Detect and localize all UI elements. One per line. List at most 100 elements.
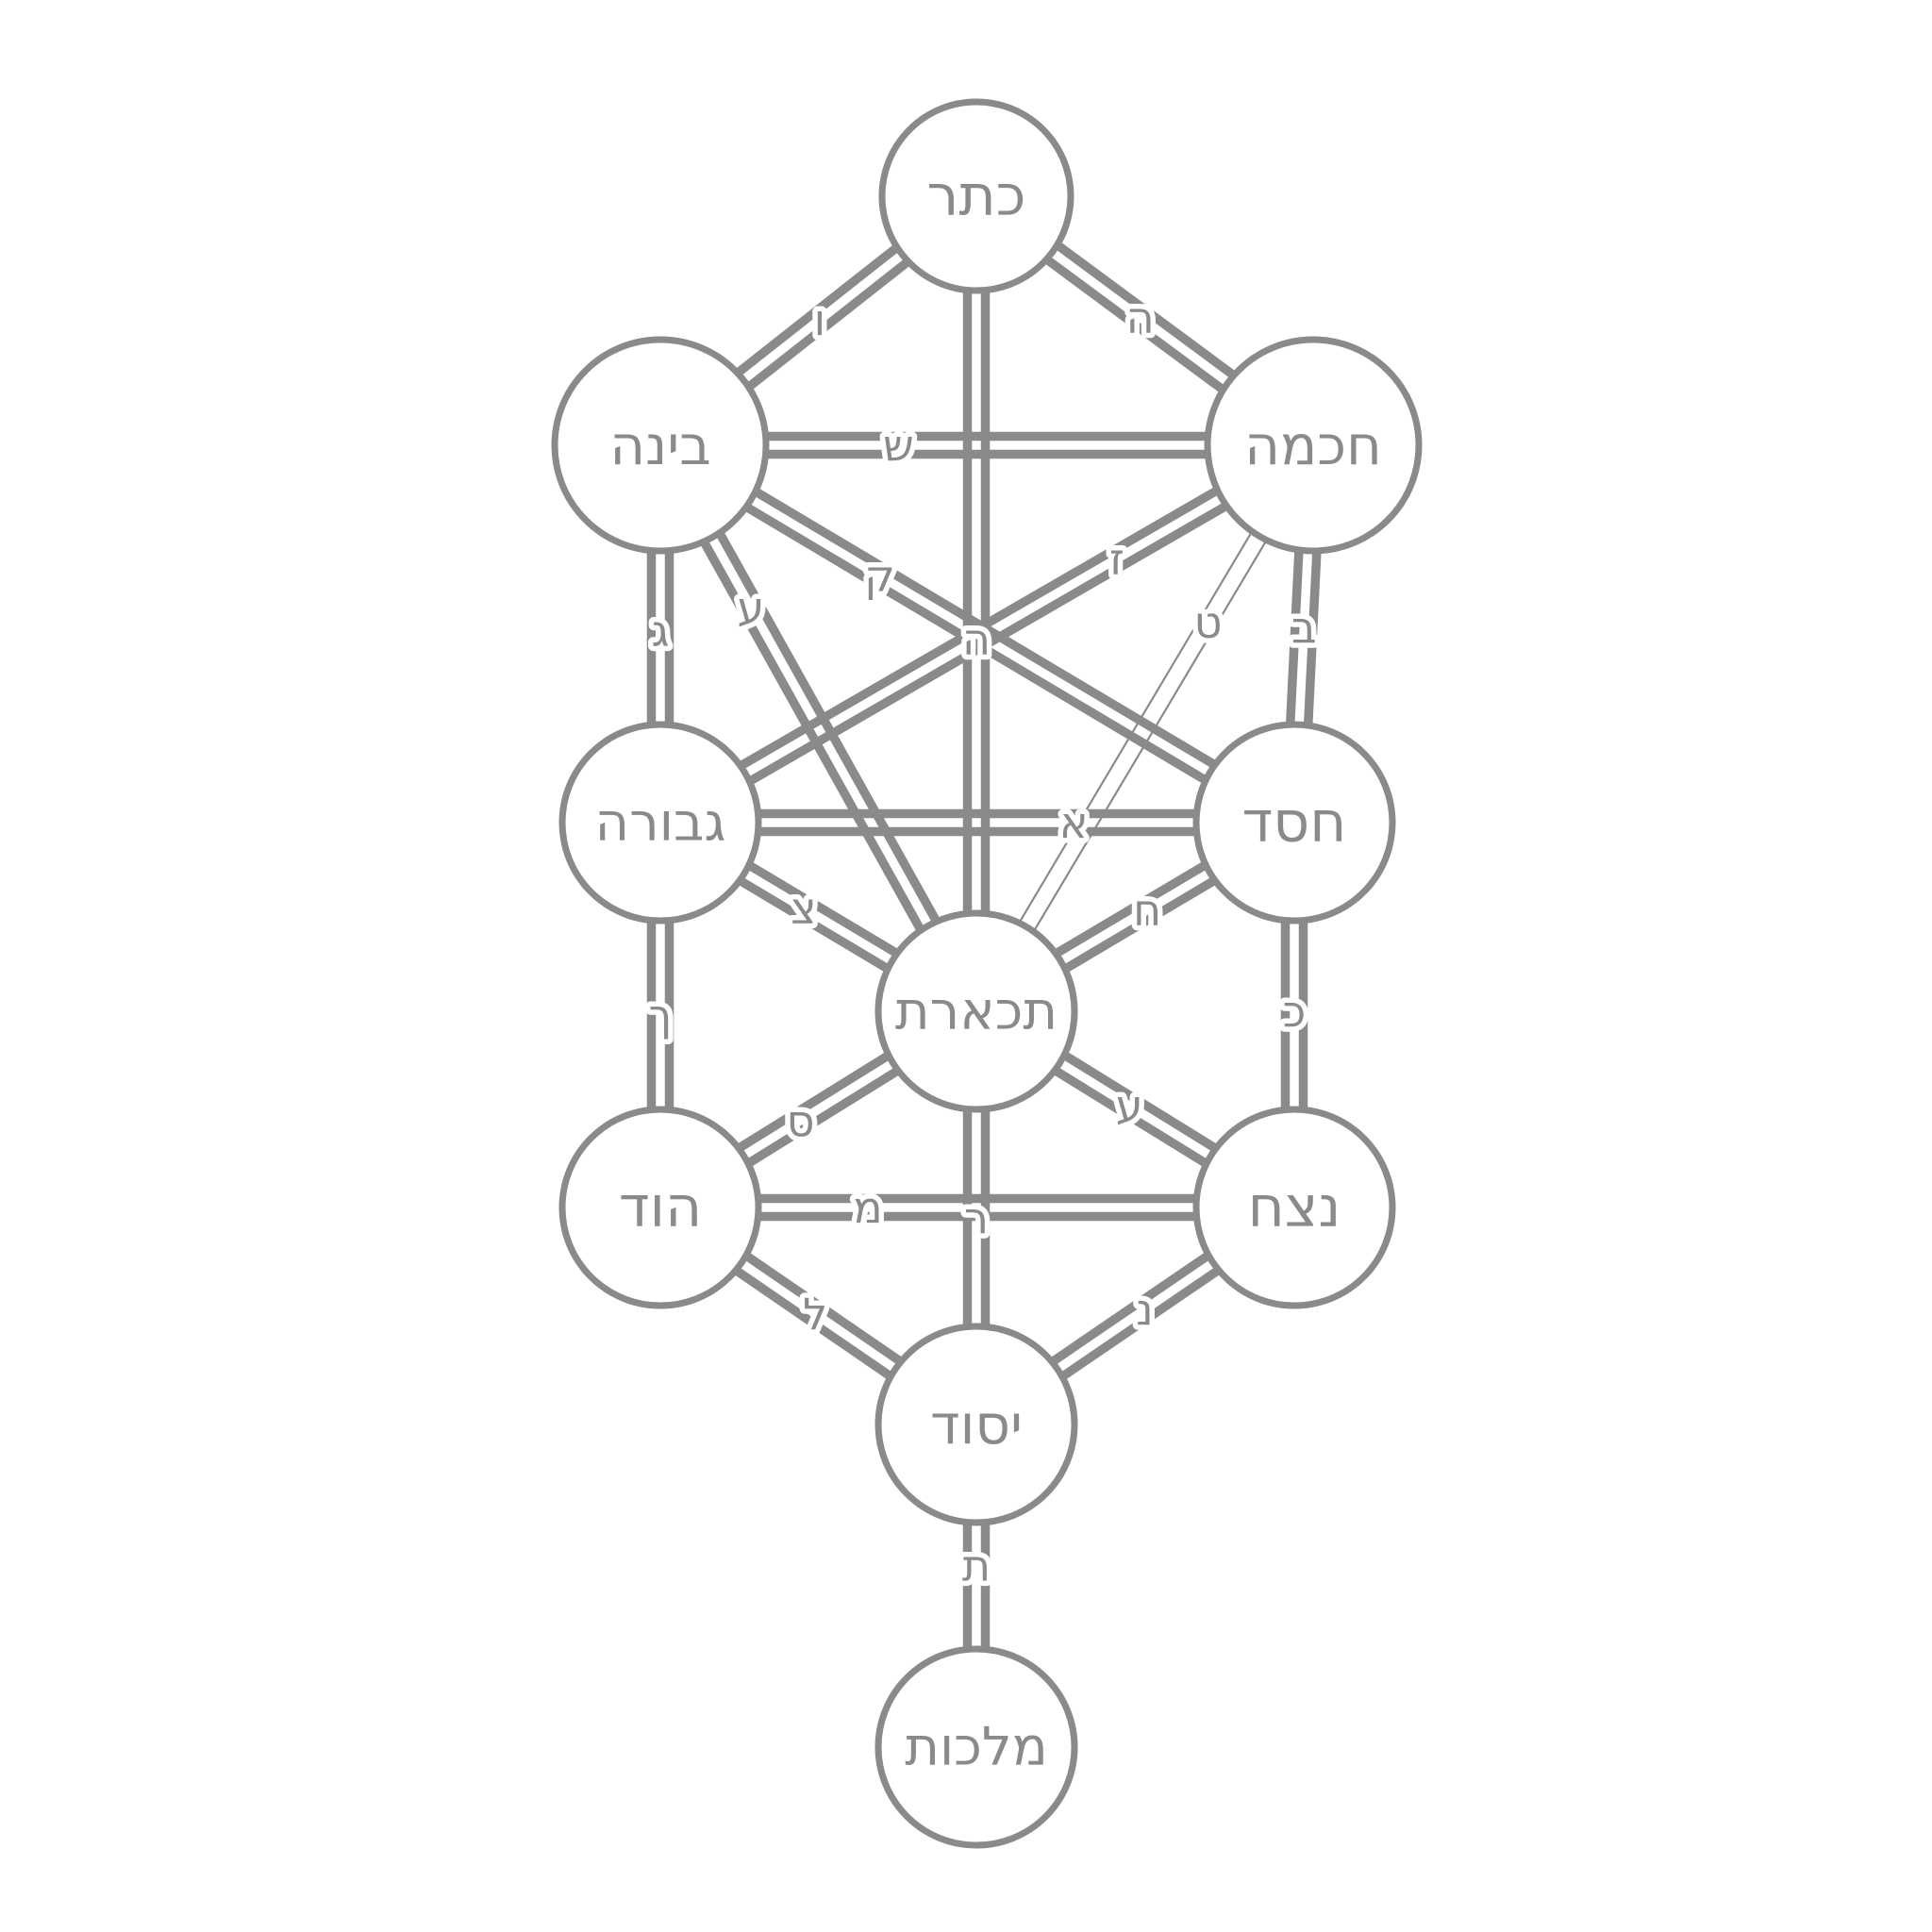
sefirah-chesed[interactable]: חסד (1192, 721, 1396, 924)
path-chokhmah-chesed[interactable] (1285, 550, 1322, 725)
path-letter-glyph: צ (791, 883, 816, 934)
path-binah-tiferet[interactable] (700, 530, 941, 933)
sefirah-netzach[interactable]: נצח (1192, 1106, 1396, 1309)
path-letter-glyph: ק (864, 550, 895, 601)
path-letter-glyph: ס (787, 1095, 815, 1146)
path-tiferet-netzach[interactable] (1053, 1051, 1218, 1168)
path-letter-gevurah-chesed: אא (1054, 792, 1093, 854)
path-letter-halo: ח (1133, 884, 1161, 935)
sefirah-circle (874, 1645, 1078, 1849)
path-letter-glyph: ה (1126, 291, 1155, 342)
path-letter-halo: ב (1291, 602, 1317, 653)
path-letter-halo: ק (864, 550, 895, 601)
path-rail (1285, 550, 1304, 724)
path-rail (735, 243, 900, 376)
sefirah-yesod[interactable]: יסוד (874, 1323, 1078, 1526)
path-rail (1059, 1266, 1222, 1381)
path-tiferet-hod[interactable] (736, 1051, 901, 1168)
path-letter-chesed-tiferet: חח (1128, 879, 1167, 941)
path-rail (1018, 531, 1253, 924)
path-letter-glyph: ע (1116, 1080, 1143, 1131)
path-letter-binah-chokhmah: שש (878, 415, 920, 476)
path-gevurah-chesed[interactable] (758, 808, 1196, 837)
path-letter-yesod-malkhut: תת (957, 1535, 995, 1596)
path-rail (747, 502, 1229, 786)
path-letter-gevurah-hod: ךך (643, 985, 677, 1046)
sefirah-circle (551, 336, 770, 555)
path-rail (1303, 551, 1322, 725)
path-hod-yesod[interactable] (733, 1252, 904, 1380)
sefirah-hod[interactable]: הוד (558, 1106, 762, 1309)
path-letter-glyph: ז (1109, 533, 1124, 584)
sefirah-circle (874, 1323, 1078, 1526)
path-chokhmah-gevurah[interactable] (738, 486, 1229, 786)
path-letter-tiferet-yesod: רר (959, 1188, 994, 1249)
sefirah-label: בינה (609, 413, 711, 477)
path-letter-halo: ו (814, 294, 826, 345)
path-letter-chokhmah-chesed: בב (1287, 596, 1323, 658)
path-letter-glyph: ת (962, 1541, 991, 1591)
path-letter-binah-chesed: קק (859, 545, 901, 607)
path-letter-keter-binah: וו (808, 289, 831, 350)
path-letter-chesed-netzach: ככ (1277, 981, 1310, 1042)
path-letter-glyph: נ (1136, 1284, 1153, 1335)
sefirah-gevurah[interactable]: גבורה (558, 721, 762, 924)
path-rail (738, 486, 1220, 770)
sefirah-circle (558, 721, 762, 924)
path-rail (736, 1051, 891, 1153)
sefirah-circle (878, 98, 1074, 294)
path-letter-halo: ר (964, 1192, 989, 1243)
path-letter-netzach-yesod: ננ (1131, 1279, 1158, 1341)
path-keter-binah[interactable] (735, 243, 911, 391)
path-letter-tiferet-netzach: עע (1110, 1075, 1148, 1137)
path-gevurah-hod[interactable] (646, 921, 675, 1109)
path-letter-halo: מ (853, 1182, 882, 1233)
path-letter-glyph: ט (1194, 596, 1223, 647)
path-rail (1053, 1066, 1209, 1168)
sefirah-circle (1204, 336, 1423, 555)
sefirah-label: הוד (619, 1174, 702, 1241)
path-chokhmah-tiferet[interactable] (1018, 531, 1268, 932)
path-rail (733, 1266, 893, 1380)
path-rail (746, 861, 900, 958)
path-rail (1061, 1051, 1218, 1153)
path-letter-halo: ש (883, 420, 914, 471)
path-letter-halo: ע (1116, 1080, 1143, 1131)
path-letter-glyph: ח (1133, 884, 1161, 935)
path-netzach-yesod[interactable] (1049, 1251, 1222, 1381)
sefirah-label: כתר (926, 163, 1025, 229)
sefirah-binah[interactable]: בינה (551, 336, 770, 555)
sefirah-tiferet[interactable]: תכארת (874, 909, 1078, 1113)
path-rail (737, 876, 891, 973)
sefirah-chokhmah[interactable]: חכמה (1204, 336, 1423, 555)
path-binah-chokhmah[interactable] (766, 431, 1208, 459)
path-letter-halo: ה (1126, 291, 1155, 342)
path-chesed-tiferet[interactable] (1054, 860, 1217, 974)
path-rail (1049, 1251, 1211, 1366)
path-binah-gevurah[interactable] (646, 551, 675, 724)
path-letter-glyph: ה (962, 614, 991, 665)
path-chesed-netzach[interactable] (1280, 921, 1308, 1109)
path-letter-chokhmah-gevurah: זז (1104, 528, 1129, 590)
path-letter-halo: כ (1283, 986, 1306, 1037)
sefirah-label: חסד (1242, 790, 1347, 856)
path-letter-glyph: ג (652, 606, 670, 657)
path-letter-glyph: ל (803, 1289, 827, 1340)
path-rail (700, 540, 925, 933)
sefirah-malkhut[interactable]: מלכות (874, 1645, 1078, 1849)
path-letter-halo: ה (962, 614, 991, 665)
path-letter-halo: ס (787, 1095, 815, 1146)
sefirah-label: גבורה (595, 792, 726, 854)
path-hod-netzach[interactable] (758, 1193, 1196, 1222)
path-keter-chokhmah[interactable] (1043, 242, 1237, 393)
path-letter-glyph: ש (883, 420, 914, 471)
path-rail (1032, 540, 1268, 932)
sefirah-keter[interactable]: כתר (878, 98, 1074, 294)
path-gevurah-tiferet[interactable] (737, 861, 900, 973)
path-letter-glyph: כ (1283, 986, 1306, 1037)
path-letter-halo: צ (791, 883, 816, 934)
path-keter-tiferet[interactable] (962, 291, 991, 913)
path-yesod-malkhut[interactable] (962, 1523, 991, 1649)
